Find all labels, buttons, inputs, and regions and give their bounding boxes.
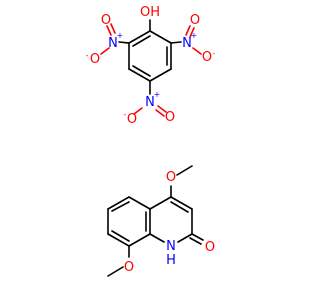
ring-nitrogen-label: N	[166, 239, 176, 254]
c-n-bond	[118, 41, 130, 44]
o-methyl-bond	[107, 266, 124, 277]
methoxy-oxygen-label: O	[124, 260, 134, 275]
methoxy-oxygen-label: O	[166, 170, 176, 185]
hydroxyl-label: OH	[140, 5, 160, 20]
ring-bond	[149, 196, 172, 210]
oxygen-charge-label: -	[124, 110, 127, 119]
nitro-nitrogen-label: N	[182, 36, 192, 51]
ring-double-bond-inner	[132, 65, 151, 77]
n-o-single-bond	[133, 107, 143, 115]
ring-bond	[128, 233, 151, 247]
ring-nitrogen-hydrogen-label: H	[166, 253, 176, 268]
n-o-single-bond	[100, 47, 110, 55]
ring-bond	[149, 68, 172, 82]
nitro-oxygen-label: O	[90, 52, 100, 67]
nitrogen-charge-label: +	[154, 90, 161, 99]
nitro-oxygen-label: O	[101, 13, 111, 28]
structure-canvas: OH N + O O - N + O O - N + O - O	[86, 5, 216, 277]
ring-bond	[170, 196, 193, 210]
n-o-double-bond	[189, 27, 195, 38]
picric-acid-molecule: OH N + O O - N + O O - N + O - O	[86, 5, 216, 127]
n-o-double-bond	[155, 109, 165, 117]
nitro-oxygen-label: O	[202, 50, 212, 65]
ring-bond	[149, 30, 172, 44]
nitro-oxygen-label: O	[165, 110, 175, 125]
ring-bond	[128, 196, 151, 210]
ring-double-bond-inner	[170, 201, 189, 213]
nitro-nitrogen-label: N	[145, 95, 155, 110]
oxygen-charge-label: -	[86, 51, 89, 60]
nitro-oxygen-label: O	[190, 13, 200, 28]
nitro-nitrogen-label: N	[108, 36, 118, 51]
c-o-double-bond	[189, 237, 202, 245]
ring-bond	[128, 30, 151, 44]
nitro-oxygen-label: O	[127, 112, 137, 127]
ring-bond	[149, 233, 165, 243]
n-o-single-bond	[192, 47, 202, 55]
ring-double-bond-inner	[132, 35, 151, 47]
ring-bond	[107, 196, 130, 210]
c-n-bond	[170, 41, 182, 44]
chemical-structures-diagram: OH N + O O - N + O O - N + O - O	[86, 5, 216, 277]
quinolinone-molecule: O O O N H	[107, 165, 215, 277]
oxygen-charge-label: -	[213, 49, 216, 58]
ring-bond	[107, 233, 130, 247]
nitrogen-charge-label: +	[117, 31, 124, 40]
n-o-double-bond	[110, 23, 116, 34]
c-o-double-bond	[191, 233, 204, 241]
n-o-double-bond	[185, 25, 191, 36]
nitrogen-charge-label: +	[191, 31, 198, 40]
ring-bond	[128, 68, 151, 82]
ring-double-bond-inner	[111, 201, 130, 212]
n-o-double-bond	[157, 105, 167, 113]
ring-double-bond-inner	[111, 230, 130, 242]
ring-bond	[177, 233, 193, 243]
n-o-double-bond	[106, 25, 112, 36]
carbonyl-oxygen-label: O	[205, 240, 215, 255]
o-methyl-bond	[176, 165, 193, 176]
